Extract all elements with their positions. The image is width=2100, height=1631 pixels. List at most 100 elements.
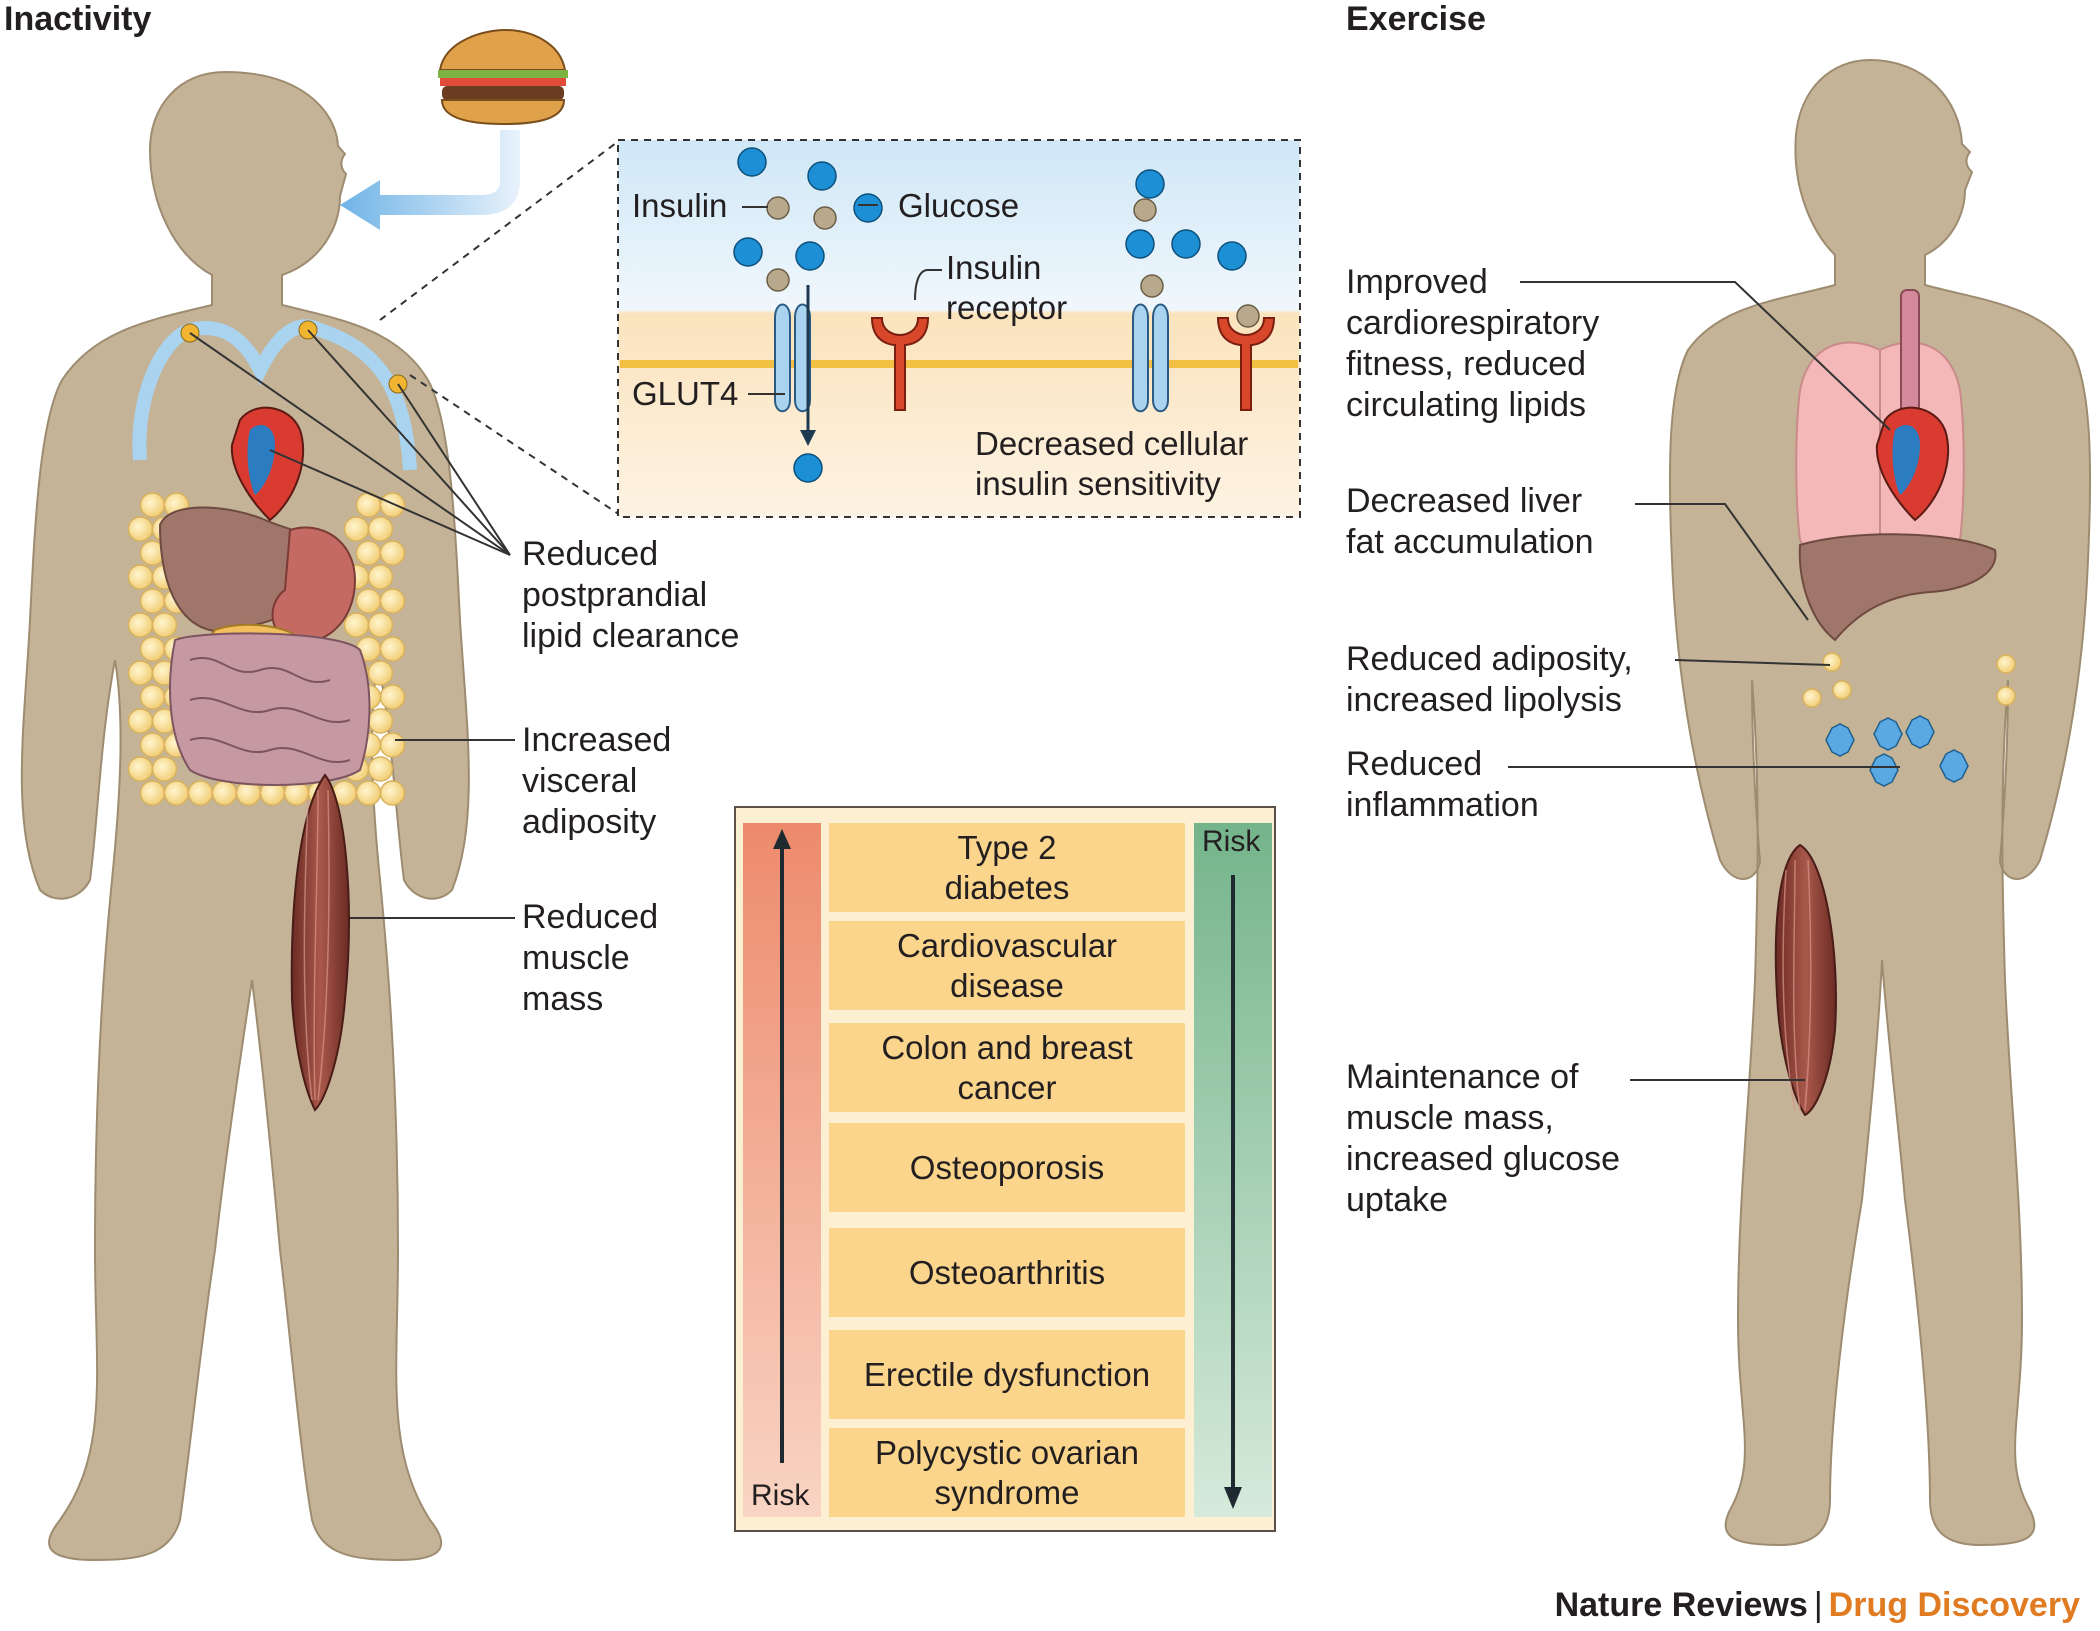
label-maintenance-muscle: Maintenance of muscle mass, increased gl… — [1346, 1057, 1620, 1221]
label-line: increased glucose — [1346, 1140, 1621, 1178]
label-line: inflammation — [1346, 786, 1539, 824]
label-line: uptake — [1346, 1181, 1449, 1219]
stomach — [271, 526, 357, 644]
disease-cell: Type 2 diabetes — [829, 823, 1185, 912]
fat-cell — [355, 588, 382, 614]
disease-name: Type 2 diabetes — [944, 828, 1070, 906]
inactive-body — [20, 70, 470, 1562]
fat-cell — [1996, 654, 2016, 674]
insulin-receptor — [870, 317, 930, 411]
disease-name: Colon and breast cancer — [881, 1028, 1133, 1106]
fat-cell — [127, 660, 154, 686]
insulin-molecule — [1236, 304, 1260, 328]
disease-cell: Osteoporosis — [829, 1123, 1185, 1212]
disease-cell: Polycystic ovarian syndrome — [829, 1428, 1185, 1517]
fat-cell — [343, 612, 370, 638]
fat-cell — [367, 756, 394, 782]
exercise-body — [1668, 58, 2092, 1547]
immune-cell — [1869, 753, 1899, 787]
exercise-muscle — [1774, 843, 1837, 1117]
label-reduced-adiposity: Reduced adiposity, increased lipolysis — [1346, 639, 1633, 721]
label-line: adiposity — [522, 803, 657, 841]
label-reduced-lipid-clearance: Reduced postprandial lipid clearance — [522, 534, 739, 657]
immune-cell — [1825, 723, 1855, 757]
glucose-molecule — [1135, 169, 1165, 199]
fat-cell — [139, 492, 166, 518]
exercise-body-silhouette — [1668, 58, 2092, 1547]
risk-label-right: Risk — [1202, 825, 1261, 858]
label-decreased-liver-fat: Decreased liver fat accumulation — [1346, 481, 1594, 563]
label-line: increased lipolysis — [1346, 681, 1622, 719]
fat-cell — [1802, 688, 1822, 708]
glucose-molecule — [793, 453, 823, 483]
fat-cell — [343, 516, 370, 542]
footer-separator: | — [1813, 1586, 1823, 1624]
label-line: insulin sensitivity — [975, 465, 1221, 502]
label-line: fitness, reduced — [1346, 345, 1587, 383]
label-line: Reduced adiposity, — [1346, 640, 1633, 678]
liver-right — [1798, 533, 1997, 642]
fat-cell — [379, 588, 406, 614]
insulin-receptor-label: Insulin receptor — [946, 248, 1067, 328]
disease-cell: Cardiovascular disease — [829, 921, 1185, 1010]
fat-cell — [139, 636, 166, 662]
label-line: Increased — [522, 721, 672, 759]
risk-label-left: Risk — [751, 1479, 810, 1512]
fat-cell — [151, 612, 178, 638]
immune-cell — [1873, 717, 1903, 751]
disease-cell: Erectile dysfunction — [829, 1330, 1185, 1419]
glucose-molecule — [853, 193, 883, 223]
insulin-receptor-2 — [1216, 317, 1276, 411]
risk-decrease-column: Risk — [1194, 823, 1272, 1517]
fat-cell — [367, 708, 394, 734]
insulin-molecule — [813, 206, 837, 230]
disease-cell: Colon and breast cancer — [829, 1023, 1185, 1112]
insulin-molecule — [1133, 198, 1157, 222]
label-reduced-muscle-mass: Reduced muscle mass — [522, 897, 658, 1020]
fat-cell — [1832, 680, 1852, 700]
label-line: Maintenance of — [1346, 1058, 1579, 1096]
glucose-molecule — [1217, 241, 1247, 271]
label-line: circulating lipids — [1346, 386, 1586, 424]
fat-cell — [1822, 652, 1842, 672]
disease-name: Cardiovascular disease — [896, 926, 1118, 1004]
label-reduced-inflammation: Reduced inflammation — [1346, 744, 1539, 826]
fat-cell — [367, 516, 394, 542]
disease-name: Osteoporosis — [909, 1148, 1105, 1186]
glucose-molecule — [1171, 229, 1201, 259]
label-line: Reduced — [1346, 745, 1483, 783]
burger-icon — [438, 28, 568, 126]
label-line: visceral — [522, 762, 638, 800]
fat-cell — [379, 732, 406, 758]
exercise-title: Exercise — [1346, 0, 1486, 38]
fat-cell — [127, 612, 154, 638]
inactive-body-silhouette — [20, 70, 470, 1562]
fat-cell — [367, 564, 394, 590]
fat-cell — [139, 684, 166, 710]
disease-name: Osteoarthritis — [908, 1253, 1106, 1291]
label-line: muscle mass, — [1346, 1099, 1554, 1137]
fat-cell — [127, 516, 154, 542]
label-line: receptor — [946, 289, 1068, 326]
fat-cell — [367, 660, 394, 686]
fat-cell — [379, 636, 406, 662]
fat-cell — [379, 780, 406, 806]
inactivity-title: Inactivity — [4, 0, 152, 38]
fat-cell — [163, 780, 190, 806]
glucose-label: Glucose — [898, 187, 1020, 224]
fat-cell — [127, 756, 154, 782]
label-line: postprandial — [522, 576, 708, 614]
lipid-vessel — [132, 319, 417, 471]
decreased-sensitivity-label: Decreased cellular insulin sensitivity — [975, 424, 1248, 504]
glut4-transporter-2 — [1132, 303, 1169, 413]
label-line: Improved — [1346, 263, 1488, 301]
glut4-transporter — [774, 285, 816, 446]
glut4-label: GLUT4 — [632, 375, 739, 412]
disease-name: Erectile dysfunction — [863, 1355, 1151, 1393]
fat-cell — [355, 540, 382, 566]
fat-cell — [187, 780, 214, 806]
fat-cell — [379, 540, 406, 566]
fat-cell — [379, 684, 406, 710]
journal-footer: Nature Reviews|Drug Discovery — [1555, 1586, 2080, 1625]
